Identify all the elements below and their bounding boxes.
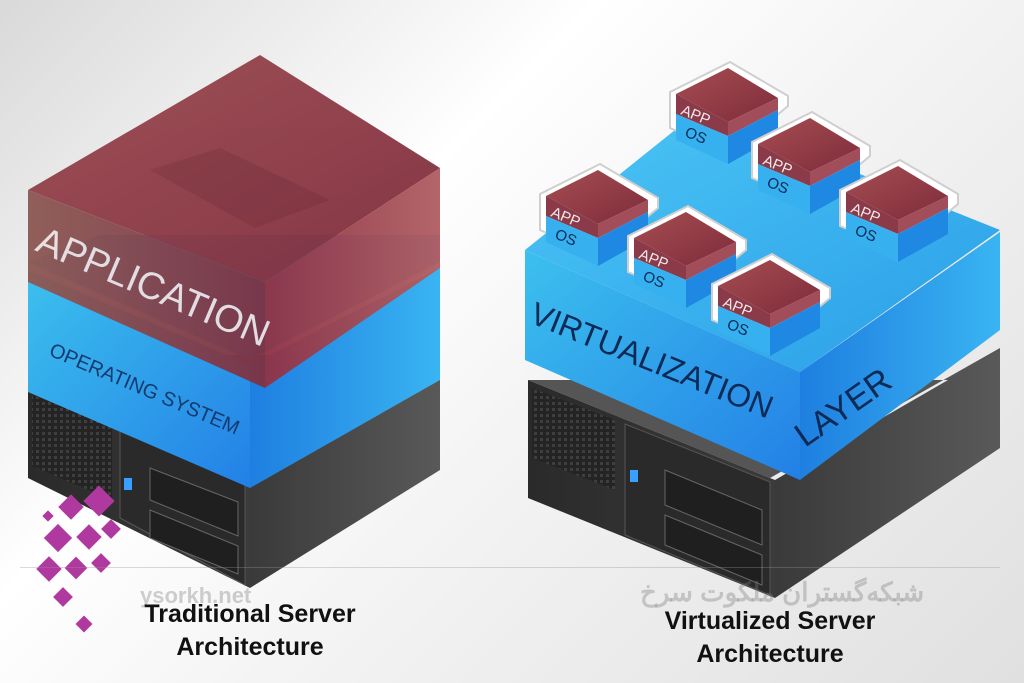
vm-os-label: OS [853,222,879,246]
vm-os-label: OS [683,124,709,148]
virtualized-caption: Virtualized Server Architecture [610,605,930,671]
virtualized-caption-line2: Architecture [696,640,844,668]
watermark-line [20,567,1000,568]
vm-os-label: OS [553,226,579,250]
watermark-latin: ysorkh.net [140,583,252,608]
traditional-caption-line2: Architecture [176,633,324,661]
virtualized-caption-line1: Virtualized Server [664,607,876,635]
watermark-persian: شبکه‌گستران ملکوت سرخ [640,577,925,607]
traditional-caption-line1: Traditional Server [144,600,356,628]
traditional-server-stack: OPERATING SYSTEM APPLICATION [28,55,440,588]
vm-os-label: OS [725,316,751,340]
application-layer: APPLICATION [28,55,440,388]
traditional-caption: Traditional Server Architecture [100,598,400,664]
vm-os-label: OS [641,268,667,292]
virtualized-server-stack: VIRTUALIZATION LAYER APPOSAPPOSAPPOSAPPO… [525,60,1000,598]
vm-os-label: OS [765,174,791,198]
